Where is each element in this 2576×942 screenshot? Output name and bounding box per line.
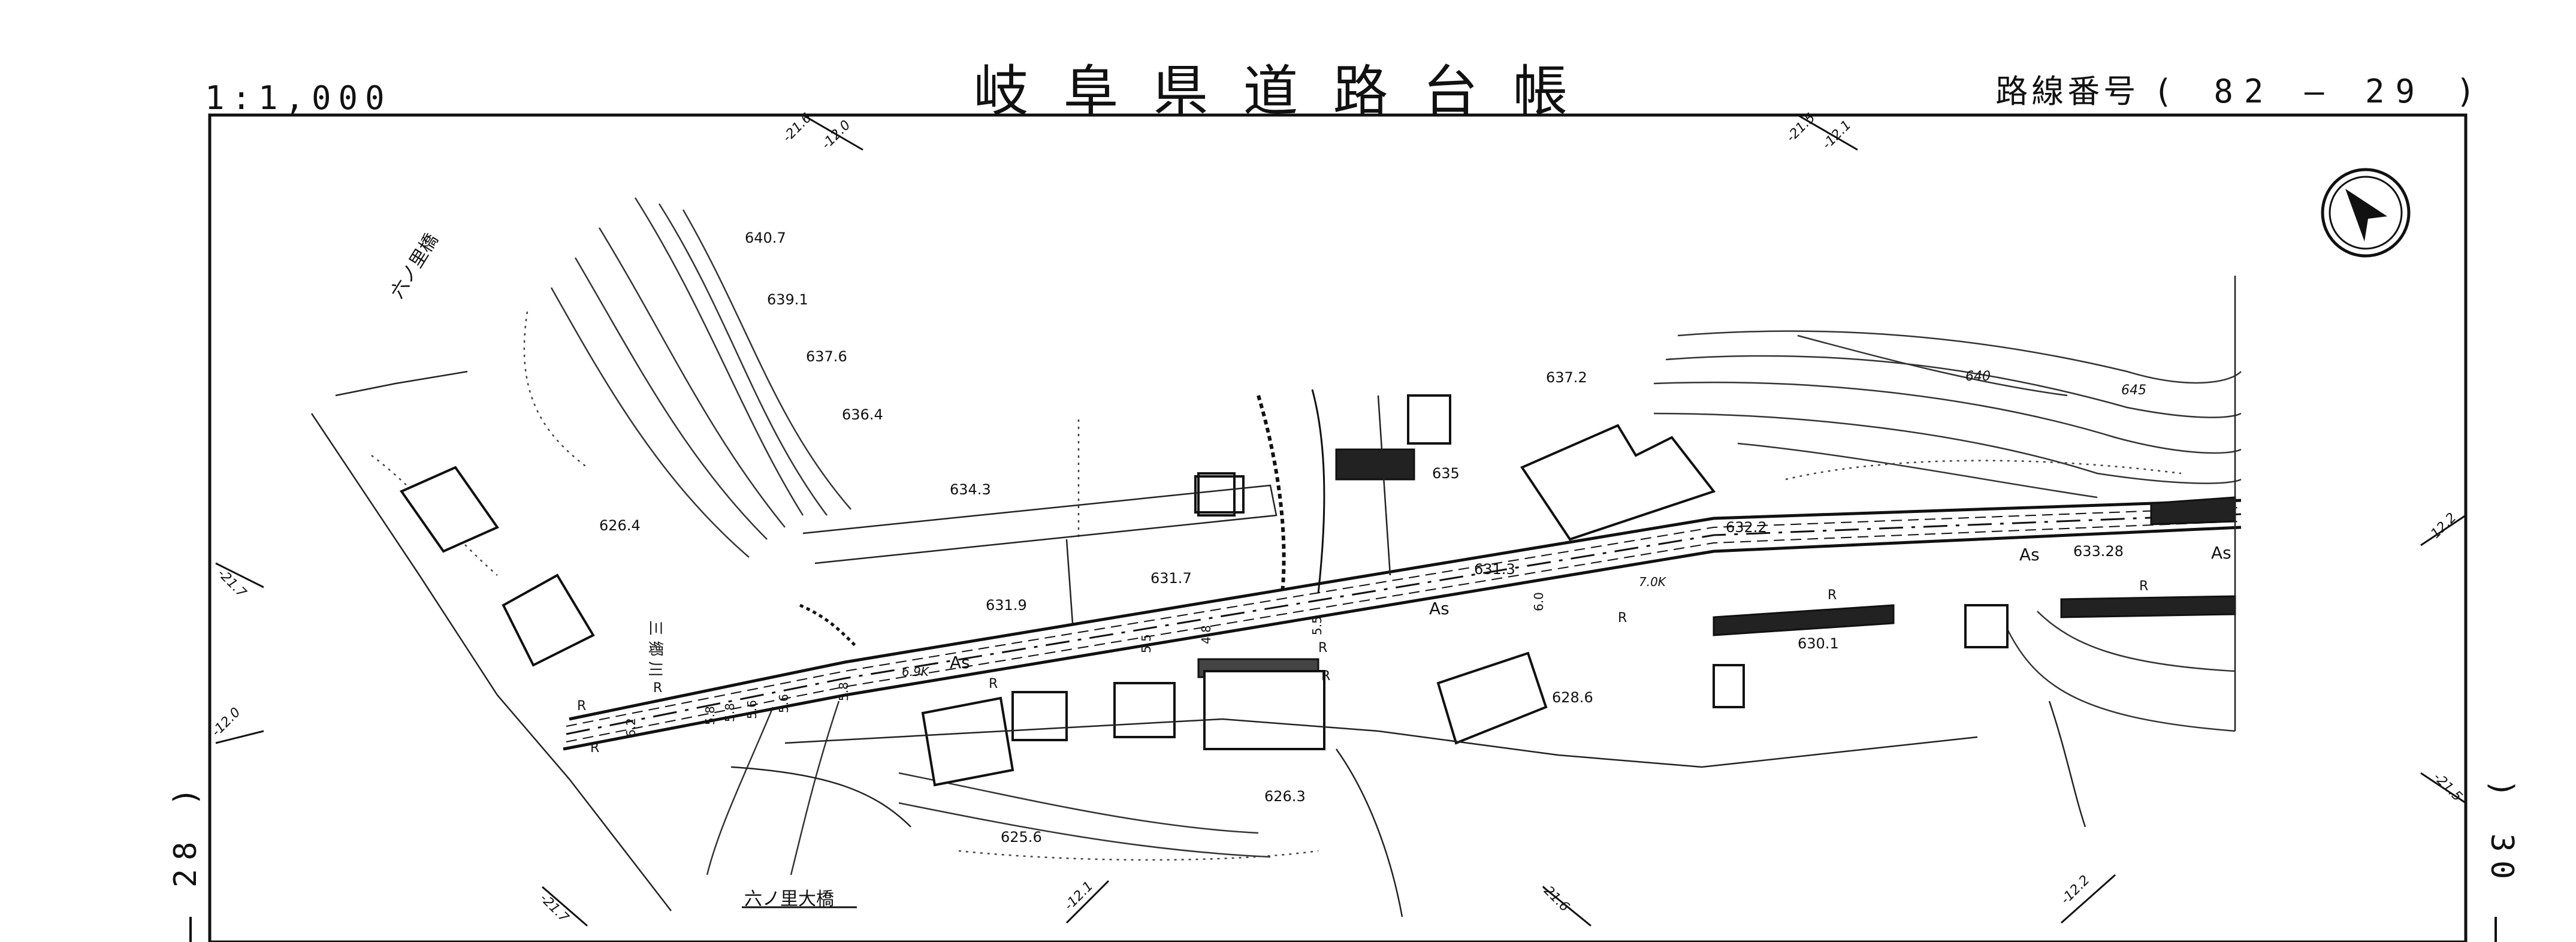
elevation: 632.2 — [1726, 519, 1767, 536]
route-number: ( 82 — 29 ) — [2153, 73, 2486, 110]
route-number-label: 路線番号 ( 82 — 29 ) — [1995, 65, 2486, 112]
map-frame — [189, 113, 2497, 942]
road-width: 5.6 — [745, 700, 759, 719]
grid-tick-marks — [215, 114, 2466, 927]
contour-labels: 640 645 — [1965, 369, 2146, 398]
road-width: 4.8 — [1199, 625, 1213, 644]
elevation: 631.7 — [1150, 570, 1192, 587]
map-title: 岐阜県道路台帳 — [973, 59, 1603, 123]
elevation: 635 — [1432, 465, 1460, 482]
contour-value: 640 — [1965, 369, 1991, 384]
elevation: 637.6 — [806, 348, 847, 365]
bridge-name-label: 六ノ里大橋 — [744, 889, 834, 910]
elevation: 637.2 — [1546, 369, 1587, 386]
grid-tick: -12.0 — [209, 705, 244, 739]
road-code: As — [2019, 545, 2040, 564]
dotted-boundaries — [371, 311, 2182, 861]
chainage: 7.0K — [1639, 575, 1667, 589]
building — [921, 696, 1014, 787]
road-code: R — [590, 741, 599, 756]
building — [1713, 664, 1745, 708]
route-label: 路線番号 — [1995, 73, 2140, 110]
building — [1203, 670, 1325, 750]
road-code: R — [1318, 641, 1327, 656]
road-width: 5.8 — [723, 703, 737, 722]
property-lines — [310, 276, 2236, 917]
elevation: 640.7 — [745, 230, 786, 246]
grid-tick: -12.1 — [1062, 878, 1097, 913]
building — [1407, 394, 1451, 445]
road-width: 5.6 — [777, 694, 791, 713]
road-code: R — [577, 699, 586, 714]
road-width: 5.8 — [836, 682, 851, 701]
river-name-label: 三 郷 川 — [646, 620, 664, 677]
bridge-name-label: 六ノ里橋 — [386, 230, 442, 302]
grid-tick-labels: -21.6 -12.0 -21.5 -12.1 -21.7 -12.0 -21.… — [209, 110, 2465, 925]
buildings — [399, 394, 2009, 787]
elevation: 639.1 — [767, 291, 808, 308]
main-road — [563, 499, 2242, 751]
contour-value: 645 — [2121, 383, 2146, 398]
elevation: 631.9 — [986, 597, 1027, 614]
elevation: 631.3 — [1474, 561, 1515, 578]
elevation: 633.28 — [2073, 543, 2124, 560]
building — [1011, 691, 1068, 741]
road-width: 6.0 — [1532, 592, 1546, 611]
road-code: R — [1618, 611, 1627, 626]
road-width-labels: 5.8 5.8 5.6 5.6 6.2 5.8 5.5 4.8 5.5 6.0 — [624, 592, 1546, 737]
building — [1113, 682, 1176, 738]
contour-lines — [550, 197, 2242, 875]
elevation: 626.3 — [1264, 788, 1306, 805]
adjacent-sheet-right: ) 30 — [2484, 779, 2520, 888]
chainage: 6.9K — [902, 665, 930, 679]
road-code: As — [1429, 599, 1449, 618]
building — [1964, 604, 2009, 648]
road-width: 5.5 — [1139, 634, 1153, 653]
elevation: 634.3 — [950, 481, 991, 498]
elevation: 625.6 — [1001, 829, 1042, 846]
road-code: R — [1828, 588, 1837, 603]
road-code: R — [653, 681, 662, 696]
north-arrow-icon — [2321, 168, 2411, 258]
road-width: 5.8 — [703, 706, 717, 725]
road-code: As — [950, 653, 970, 672]
road-code: R — [1321, 669, 1330, 684]
building — [399, 466, 500, 553]
scale-label: 1:1,000 — [205, 79, 392, 117]
road-code: R — [989, 677, 998, 692]
road-code: R — [2139, 579, 2148, 594]
elevation: 626.4 — [599, 517, 641, 534]
elevation-labels: 640.7 639.1 637.6 636.4 634.3 631.9 631.… — [599, 230, 2124, 846]
building — [1520, 424, 1716, 541]
elevation: 630.1 — [1798, 635, 1839, 652]
elevation: 628.6 — [1552, 689, 1593, 706]
road-code-labels: As As As As R R R R R R R R R — [577, 543, 2231, 756]
chainage-labels: 6.9K 7.0K — [902, 575, 1667, 679]
building — [1194, 475, 1245, 514]
building — [502, 573, 595, 667]
road-width: 6.2 — [624, 718, 638, 737]
road-code: As — [2211, 543, 2231, 563]
road-width: 5.5 — [1310, 616, 1324, 635]
grid-tick: -12.1 — [1820, 117, 1855, 152]
grid-tick: -12.2 — [2058, 872, 2093, 907]
elevation: 636.4 — [842, 406, 883, 423]
building — [1436, 651, 1548, 745]
